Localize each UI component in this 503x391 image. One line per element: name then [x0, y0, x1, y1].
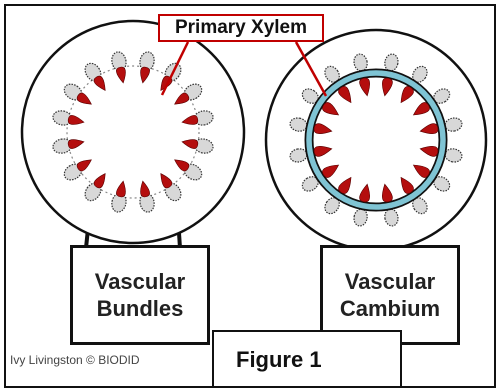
vascular-cambium-line-2: Cambium	[340, 295, 440, 323]
vascular-bundles-line-1: Vascular	[95, 268, 186, 296]
image-credit: Ivy Livingston © BIODID	[10, 353, 210, 367]
left-stem-outline	[22, 21, 244, 243]
right-stem-outline	[266, 30, 486, 250]
vascular-cambium-line-1: Vascular	[340, 268, 440, 296]
figure-caption: Figure 1	[212, 330, 402, 388]
vascular-bundles-box: Vascular Bundles	[70, 245, 210, 345]
vascular-bundles-line-2: Bundles	[95, 295, 186, 323]
primary-xylem-label: Primary Xylem	[158, 14, 324, 42]
